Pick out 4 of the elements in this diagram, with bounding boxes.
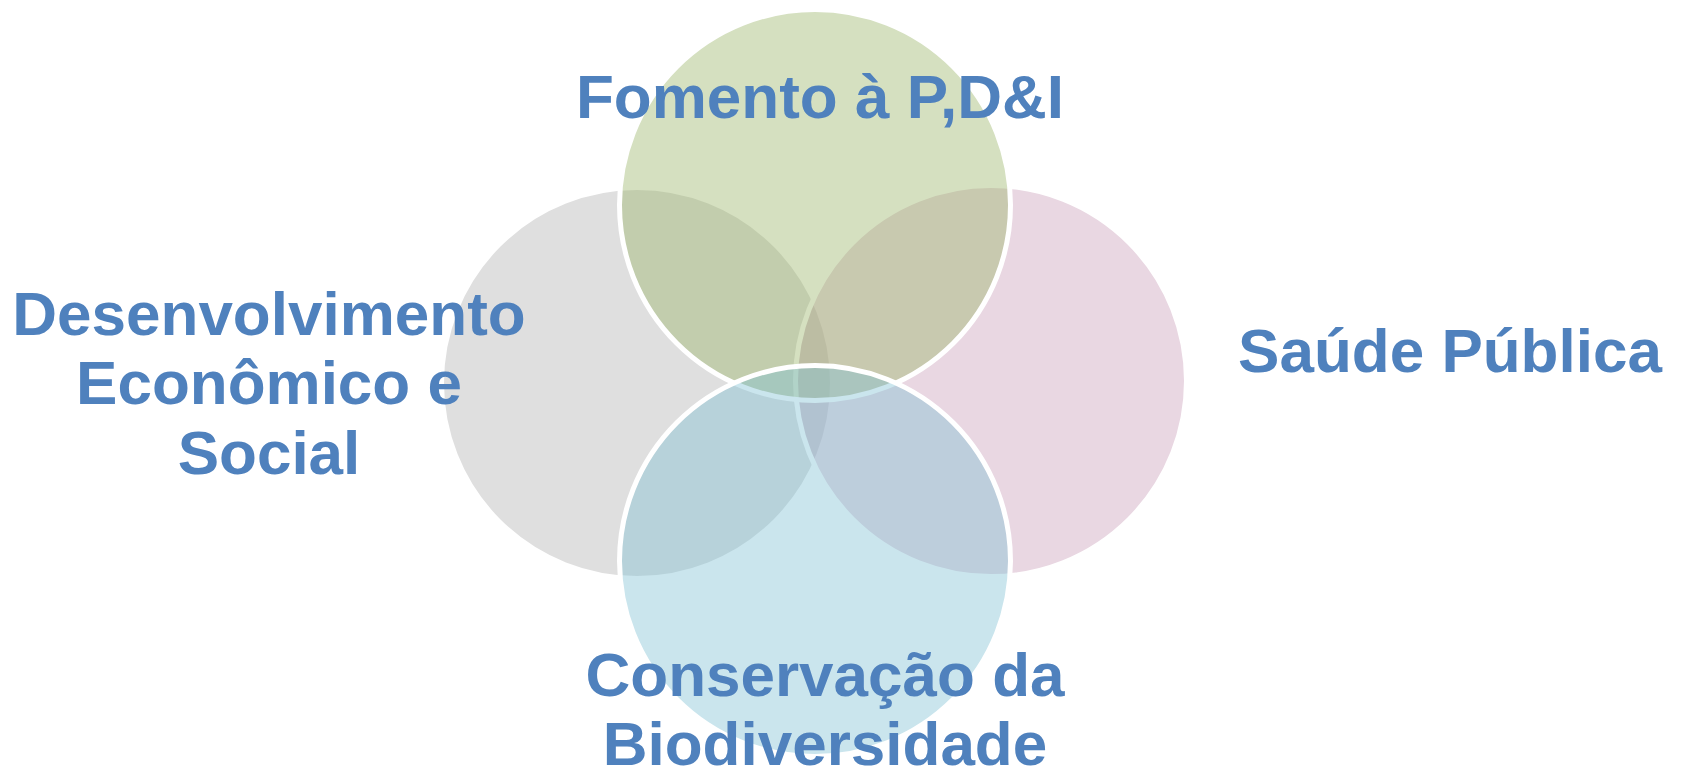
- circle-title: Desenvolvimento Econômico e Social: [11, 279, 527, 488]
- circle-title: Conservação da Biodiversidade: [584, 640, 1066, 776]
- circle-title: Saúde Pública: [1237, 316, 1664, 386]
- circle-title: Fomento à P,D&I: [574, 62, 1065, 132]
